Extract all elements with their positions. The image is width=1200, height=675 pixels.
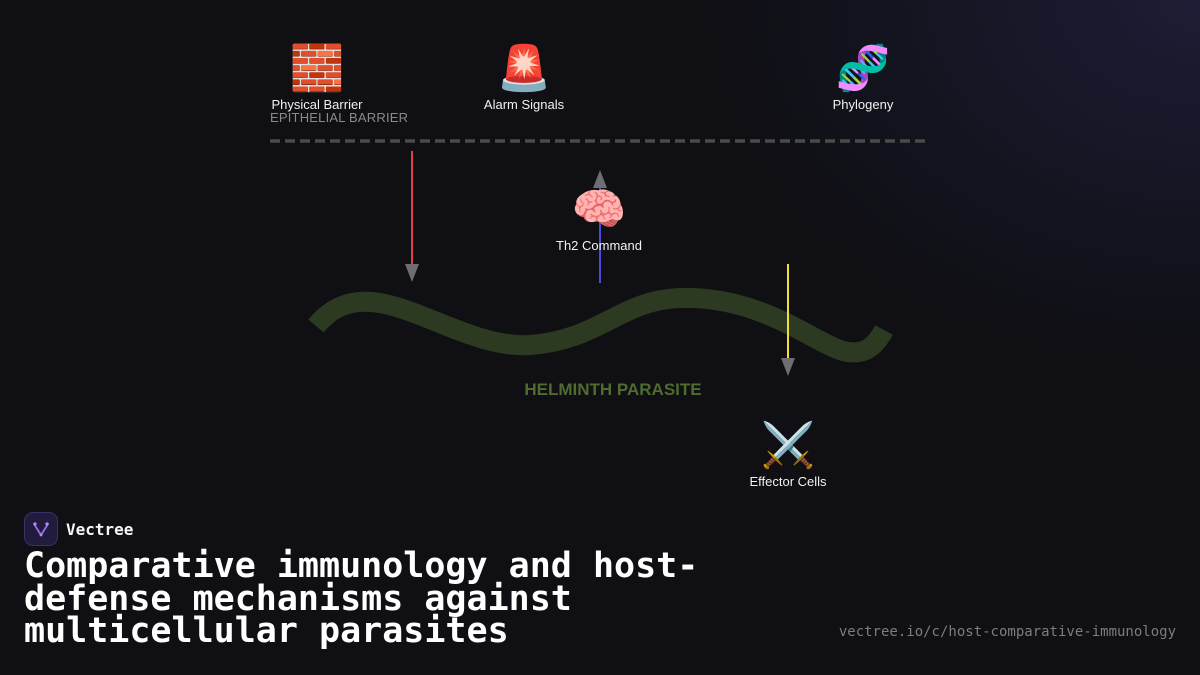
physical-barrier-label: Physical Barrier [271,97,363,112]
parasite-to-alarm-arrowhead [593,170,607,188]
brand: Vectree [24,512,133,546]
epithelial-barrier-label: EPITHELIAL BARRIER [270,110,409,125]
page-url: vectree.io/c/host-comparative-immunology [838,624,1176,640]
page-title: Comparative immunology and host-defense … [24,546,699,651]
crossed-swords-icon: ⚔️ [760,420,816,471]
th2-command-label: Th2 Command [556,238,642,253]
brick-wall-icon: 🧱 [289,43,345,94]
helminth-parasite-body [308,287,893,363]
brand-name: Vectree [66,519,134,539]
siren-icon: 🚨 [496,43,552,94]
helminth-parasite-label: HELMINTH PARASITE [524,380,702,399]
node-physical-barrier: 🧱 Physical Barrier [271,43,363,113]
effector-cells-label: Effector Cells [749,474,827,489]
dna-icon: 🧬 [835,43,891,94]
vectree-logo-icon [24,512,58,546]
effector-attack-arrowhead [781,358,795,376]
barrier-to-parasite-arrowhead [405,264,419,282]
alarm-signals-label: Alarm Signals [483,97,565,112]
node-effector-cells: ⚔️ Effector Cells [749,420,827,490]
node-th2-command: 🧠 Th2 Command [556,184,642,254]
phylogeny-label: Phylogeny [832,97,894,112]
node-phylogeny: 🧬 Phylogeny [832,43,894,113]
node-alarm-signals: 🚨 Alarm Signals [483,43,565,113]
brain-icon: 🧠 [571,184,627,235]
